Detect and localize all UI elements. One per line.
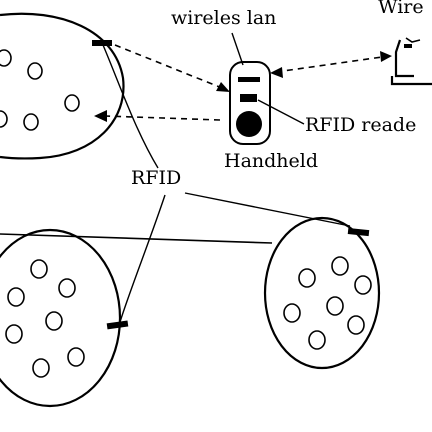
rfid-reader-leader — [257, 99, 305, 125]
item-circle — [298, 268, 316, 288]
item-circle — [67, 347, 85, 367]
rfid-tag — [347, 227, 370, 237]
item-circle — [0, 110, 8, 128]
label-rfid: RFID — [131, 167, 181, 189]
rfid-tag — [92, 40, 112, 46]
rfid-tag — [106, 320, 129, 330]
handheld-device-icon — [229, 61, 271, 145]
item-circle — [27, 62, 43, 80]
item-circle — [354, 275, 372, 295]
item-circle — [0, 49, 12, 67]
dashed-arrows — [104, 44, 383, 121]
item-circle — [64, 94, 80, 112]
item-circle — [45, 311, 63, 331]
item-circle — [331, 256, 349, 276]
area-bottom-right — [263, 216, 381, 370]
label-rfid-reader: RFID reade — [305, 114, 416, 136]
label-wireless-partial: Wire — [378, 0, 424, 18]
item-circle — [308, 330, 326, 350]
item-circle — [58, 278, 76, 298]
area-top-left — [0, 12, 125, 160]
arrow-heads — [94, 51, 392, 122]
wireless-lan-leader — [231, 32, 244, 66]
item-circle — [23, 113, 39, 131]
item-circle — [30, 259, 48, 279]
item-circle — [326, 296, 344, 316]
item-circle — [7, 287, 25, 307]
wireless-terminal-icon — [390, 37, 432, 86]
item-circle — [347, 315, 365, 335]
item-circle — [5, 324, 23, 344]
label-wireless-lan: wireles lan — [171, 7, 276, 29]
arrow-handheld-to-wireless — [275, 56, 383, 73]
arrow-tag-to-handheld — [114, 44, 223, 89]
label-handheld: Handheld — [224, 150, 318, 172]
area-bottom-left — [0, 228, 129, 408]
arrow-handheld-to-area — [104, 115, 221, 121]
rfid-leader-lines — [102, 44, 351, 323]
area-connector-line — [0, 233, 273, 244]
item-circle — [283, 303, 301, 323]
item-circle — [32, 358, 50, 378]
